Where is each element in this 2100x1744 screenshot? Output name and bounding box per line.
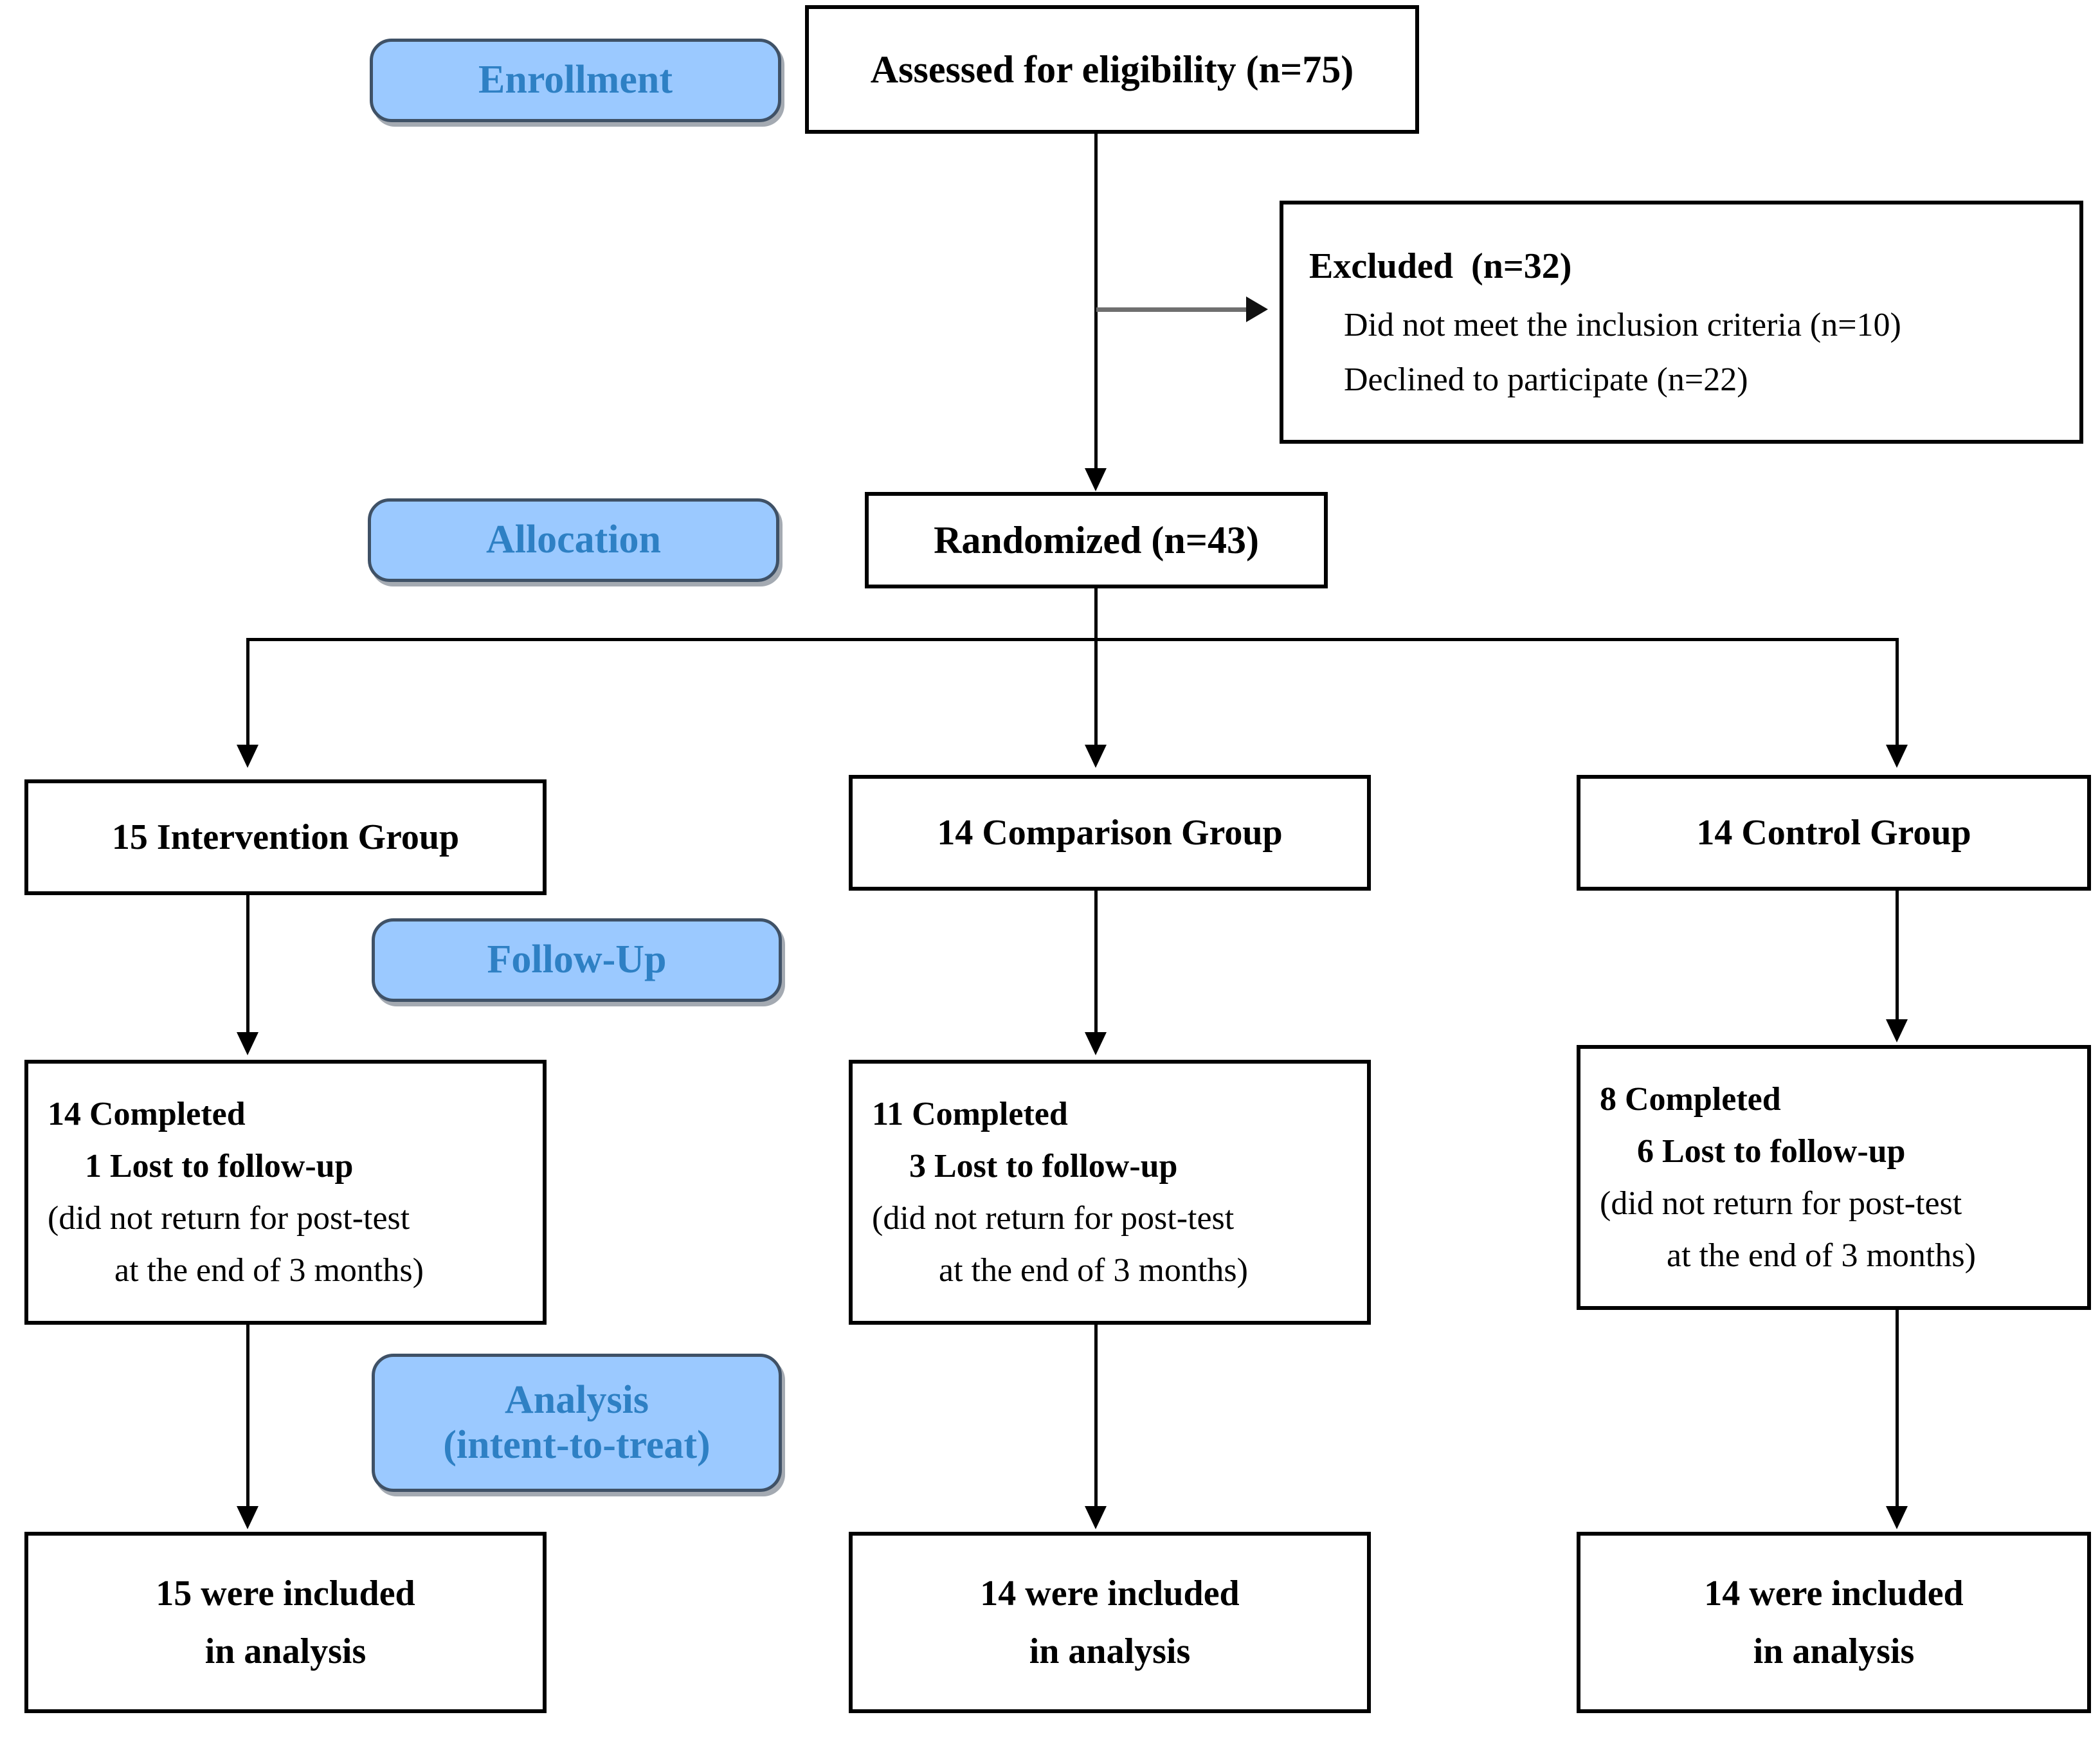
arrowhead-to-randomized: [1085, 468, 1107, 491]
connector-followup-to-analysis-intervention: [246, 1325, 249, 1510]
followup-note1-comparison: (did not return for post-test: [872, 1200, 1235, 1237]
followup-note2-control: at the end of 3 months): [1667, 1237, 1976, 1274]
group-label-intervention: 15 Intervention Group: [111, 817, 460, 857]
followup-note2-intervention: at the end of 3 months): [114, 1252, 424, 1289]
connector-followup-to-analysis-control: [1896, 1310, 1899, 1511]
group-label-comparison: 14 Comparison Group: [937, 813, 1283, 853]
followup-completed-comparison: 11 Completed: [872, 1096, 1068, 1132]
arrowhead-comparison-followup: [1085, 1032, 1107, 1055]
stage-badge-enrollment: Enrollment: [370, 39, 781, 122]
analysis-line2-comparison: in analysis: [1029, 1631, 1191, 1671]
stage-badge-allocation-label: Allocation: [485, 518, 662, 562]
box-assessed-for-eligibility: Assessed for eligibility (n=75): [805, 5, 1419, 134]
stage-badge-follow-up-label: Follow-Up: [487, 938, 667, 982]
arrowhead-control-followup: [1886, 1019, 1908, 1042]
arrowhead-analysis-comparison: [1085, 1506, 1107, 1529]
box-followup-comparison: 11 Completed 3 Lost to follow-up (did no…: [849, 1060, 1371, 1325]
followup-lost-control: 6 Lost to follow-up: [1637, 1133, 1906, 1170]
box-randomized: Randomized (n=43): [865, 492, 1328, 588]
connector-to-excluded: [1096, 307, 1257, 312]
box-group-control: 14 Control Group: [1577, 775, 2091, 891]
box-group-comparison: 14 Comparison Group: [849, 775, 1371, 891]
box-excluded: Excluded (n=32) Did not meet the inclusi…: [1280, 201, 2083, 444]
excluded-heading: Excluded (n=32): [1309, 246, 1572, 286]
box-analysis-control: 14 were included in analysis: [1577, 1532, 2091, 1713]
arrowhead-analysis-control: [1886, 1506, 1908, 1529]
stage-badge-allocation: Allocation: [368, 498, 779, 582]
assessed-line-1: Assessed for eligibility (n=75): [870, 48, 1354, 91]
box-analysis-intervention: 15 were included in analysis: [24, 1532, 547, 1713]
connector-down-control: [1896, 638, 1899, 747]
box-group-intervention: 15 Intervention Group: [24, 779, 547, 895]
connector-down-comparison: [1094, 638, 1098, 747]
arrowhead-intervention-followup: [237, 1032, 258, 1055]
connector-followup-to-analysis-comparison: [1094, 1325, 1098, 1510]
analysis-line2-intervention: in analysis: [204, 1631, 367, 1671]
box-followup-intervention: 14 Completed 1 Lost to follow-up (did no…: [24, 1060, 547, 1325]
arrowhead-control-group: [1886, 745, 1908, 768]
analysis-line1-intervention: 15 were included: [156, 1574, 415, 1613]
analysis-line1-comparison: 14 were included: [980, 1574, 1240, 1613]
arrowhead-intervention-group: [237, 745, 258, 768]
followup-lost-comparison: 3 Lost to follow-up: [909, 1148, 1178, 1185]
stage-badge-follow-up: Follow-Up: [372, 918, 782, 1002]
connector-assessed-to-randomized: [1094, 134, 1098, 484]
followup-note1-control: (did not return for post-test: [1600, 1185, 1962, 1222]
followup-note1-intervention: (did not return for post-test: [48, 1200, 410, 1237]
box-analysis-comparison: 14 were included in analysis: [849, 1532, 1371, 1713]
connector-randomized-stem: [1094, 588, 1098, 640]
stage-badge-analysis-label-line1: Analysis: [505, 1378, 649, 1422]
arrowhead-comparison-group: [1085, 745, 1107, 768]
followup-completed-intervention: 14 Completed: [48, 1096, 246, 1132]
excluded-reason-2: Declined to participate (n=22): [1344, 361, 1748, 398]
analysis-line2-control: in analysis: [1753, 1631, 1915, 1671]
followup-note2-comparison: at the end of 3 months): [939, 1252, 1248, 1289]
arrowhead-to-excluded: [1246, 296, 1268, 322]
connector-randomized-distributor: [246, 638, 1899, 641]
stage-badge-analysis: Analysis (intent-to-treat): [372, 1354, 782, 1492]
stage-badge-enrollment-label: Enrollment: [478, 58, 673, 102]
connector-intervention-to-followup: [246, 895, 249, 1037]
analysis-line1-control: 14 were included: [1704, 1574, 1964, 1613]
followup-lost-intervention: 1 Lost to follow-up: [85, 1148, 354, 1185]
followup-completed-control: 8 Completed: [1600, 1081, 1781, 1118]
stage-badge-analysis-label-line2: (intent-to-treat): [443, 1422, 711, 1467]
group-label-control: 14 Control Group: [1696, 813, 1971, 853]
connector-control-to-followup: [1896, 891, 1899, 1022]
connector-comparison-to-followup: [1094, 891, 1098, 1035]
randomized-line-1: Randomized (n=43): [934, 518, 1259, 561]
connector-down-intervention: [246, 638, 249, 747]
box-followup-control: 8 Completed 6 Lost to follow-up (did not…: [1577, 1045, 2091, 1310]
arrowhead-analysis-intervention: [237, 1506, 258, 1529]
excluded-reason-1: Did not meet the inclusion criteria (n=1…: [1344, 307, 1901, 343]
